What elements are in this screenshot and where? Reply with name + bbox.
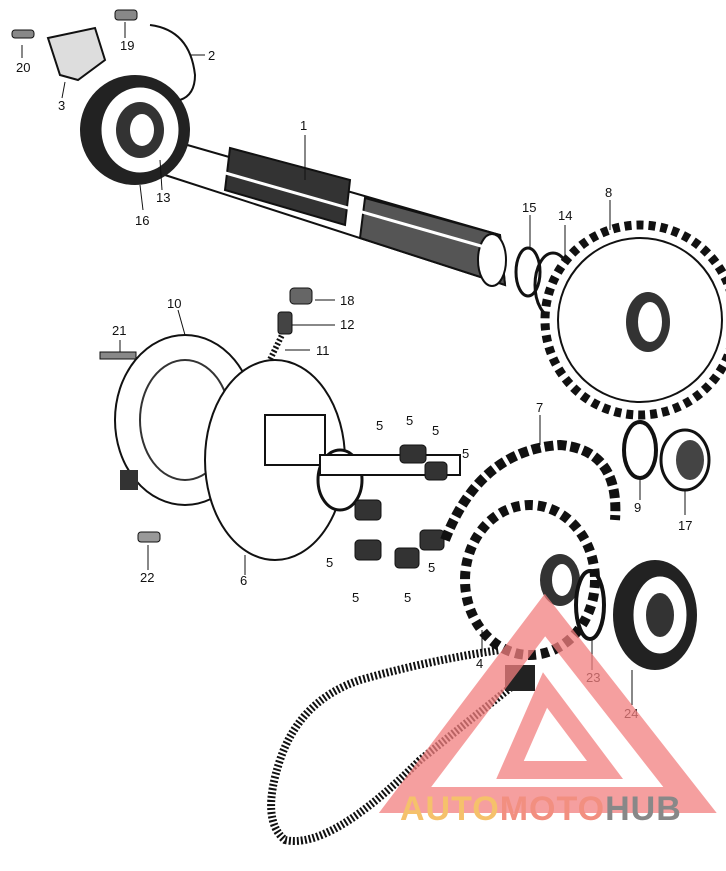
callout-5d: 5 [462,446,469,461]
watermark-triangle-inner [496,672,623,779]
callout-5b: 5 [376,418,383,433]
callout-5f: 5 [428,560,435,575]
main-shaft [163,138,507,287]
callout-5g: 5 [352,590,359,605]
callout-5e: 5 [326,555,333,570]
callout-20: 20 [16,60,30,75]
callout-18: 18 [340,293,354,308]
rollers-5 [354,444,448,569]
watermark-hub: HUB [605,790,682,828]
drive-gear-8 [540,220,726,420]
callout-5c: 5 [432,423,439,438]
roller-12 [277,311,293,335]
callout-9: 9 [634,500,641,515]
chain-7 [440,439,621,542]
callout-5h: 5 [404,590,411,605]
callout-11: 11 [316,343,330,358]
clutch-outer-6 [204,359,461,561]
screw-20 [11,29,35,39]
callout-3: 3 [58,98,65,113]
callout-4: 4 [476,656,483,671]
callout-17: 17 [678,518,692,533]
callout-15: 15 [522,200,536,215]
callout-16: 16 [135,213,149,228]
callout-labels: 20 19 2 3 1 13 16 15 14 8 10 18 12 21 11… [16,38,692,721]
callout-13: 13 [156,190,170,205]
callout-22: 22 [140,570,154,585]
callout-5a: 5 [406,413,413,428]
pin-22 [137,531,161,543]
bolt-21 [99,351,137,360]
needle-bearing-17 [659,428,711,492]
ball-bearing-24 [613,560,697,670]
watermark-auto: AUTO [400,790,500,828]
callout-10: 10 [167,296,181,311]
callout-6: 6 [240,573,247,588]
ring-9 [622,420,658,480]
watermark-logo: AUTOMOTOHUB [378,593,717,828]
callout-19: 19 [120,38,134,53]
callout-7: 7 [536,400,543,415]
snap-ring-15 [514,246,542,298]
callout-2: 2 [208,48,215,63]
watermark-moto: MOTO [500,790,605,828]
bearing-retainer-plate [46,24,197,101]
callout-21: 21 [112,323,126,338]
ring-23 [574,569,606,641]
callout-1: 1 [300,118,307,133]
roller-18 [289,287,313,305]
callout-8: 8 [605,185,612,200]
callout-14: 14 [558,208,572,223]
watermark-triangle [378,593,717,813]
ball-bearing-upper [80,75,190,185]
svg-text:AUTOMOTOHUB: AUTOMOTOHUB [400,790,682,828]
leader-lines [21,22,686,705]
spring-11 [262,333,285,372]
screw-19 [114,9,138,21]
callout-12: 12 [340,317,354,332]
